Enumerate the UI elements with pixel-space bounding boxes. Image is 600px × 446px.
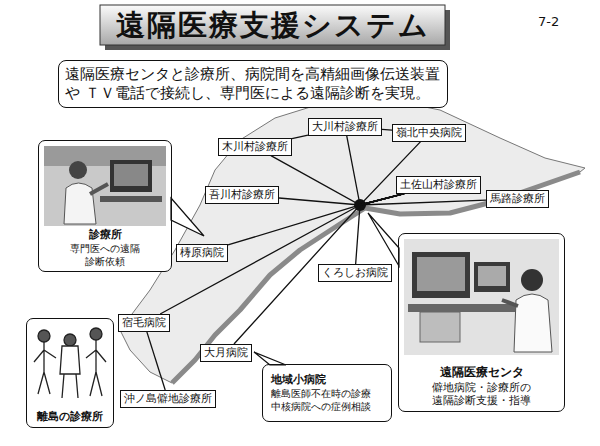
coastline (172, 172, 580, 383)
network-link (292, 135, 308, 139)
person-head (64, 334, 76, 346)
node-heading: 馬路診療所 (490, 192, 545, 206)
node-heading: 離島の診療所 (35, 410, 105, 424)
network-link (382, 129, 392, 131)
person-body (64, 183, 96, 224)
person-head (38, 330, 50, 342)
person-figure (34, 342, 56, 394)
callout-ground (262, 364, 392, 422)
person-arm (90, 184, 108, 194)
person-head (90, 328, 102, 340)
photo-ground (404, 239, 559, 355)
description-box: 遠隔医療センタと診療所、病院間を高精細画像伝送装置や ＴＶ電話で接続し、専門医に… (58, 60, 448, 108)
node-heading: くろしお病院 (322, 266, 388, 280)
monitor-screen (114, 164, 148, 186)
person-arm (502, 300, 518, 306)
page-number: 7-2 (538, 14, 559, 29)
network-link (234, 194, 404, 344)
network-link (271, 156, 404, 205)
title-band (100, 5, 445, 45)
node-text: 僻地病院・診療所の 遠隔診断支援・指導 (430, 381, 534, 408)
node-heading: 大月病院 (204, 346, 248, 360)
person-body (514, 294, 552, 352)
person-figure (60, 346, 80, 374)
node-heading: 大川村診療所 (312, 120, 378, 134)
node-text: 専門医への遠隔 診断依頼 (66, 242, 144, 268)
site-box: 大川村診療所 (308, 118, 382, 136)
node-heading: 吾川村診療所 (209, 188, 275, 202)
monitor-screen (417, 257, 465, 291)
person-head (69, 161, 87, 179)
node-heading: 土佐山村診療所 (400, 178, 477, 192)
site-box: 大月病院 (200, 344, 252, 362)
monitor (474, 262, 510, 292)
photo-callout: 診療所専門医への遠隔 診断依頼 (38, 140, 172, 272)
node-heading: 遠隔医療センタ (438, 365, 526, 381)
clinic-photo (44, 146, 166, 226)
site-box: 吾川村診療所 (205, 186, 279, 204)
site-box: 宿毛病院 (118, 314, 170, 332)
network-link (360, 142, 421, 205)
site-box: 沖ノ島僻地診療所 (120, 390, 216, 408)
node-heading: 遠隔医療センタと診療所、病院間を高精細画像伝送装置や ＴＶ電話で接続し、専門医に… (65, 65, 441, 103)
monitor (412, 252, 470, 298)
equipment (420, 312, 460, 342)
node-heading: 嶺北中央病院 (396, 126, 462, 140)
callout-ground (26, 318, 114, 428)
network-link (160, 194, 404, 314)
person-head (521, 269, 543, 291)
network-link (360, 194, 486, 205)
monitor-screen (478, 266, 506, 286)
callout-tail (368, 213, 399, 266)
note-callout: 地域小病院離島医師不在時の診療 中核病院への症例相談 (262, 364, 392, 422)
title: 遠隔医療支援システム (100, 5, 445, 45)
node-heading: 沖ノ島僻地診療所 (124, 392, 212, 406)
node-text: 離島医師不在時の診療 中核病院への症例相談 (269, 387, 379, 413)
person-figure (62, 374, 78, 398)
network-link (279, 194, 404, 205)
network-link (347, 136, 404, 205)
center-photo (404, 239, 559, 355)
site-box: くろしお病院 (318, 264, 392, 282)
desk (408, 304, 518, 312)
photo-ground (44, 146, 166, 226)
prefecture-map (120, 98, 585, 383)
site-box: 木川村診療所 (218, 138, 292, 156)
network-link (147, 332, 165, 390)
site-box: 土佐山村診療所 (396, 176, 481, 194)
illustration-callout: 離島の診療所 (26, 318, 114, 428)
callout-ground (38, 140, 172, 272)
person-figure (86, 340, 106, 396)
site-box: 梼原病院 (176, 244, 228, 262)
node-heading: 宿毛病院 (122, 316, 166, 330)
monitor (110, 160, 152, 192)
callout-ground (398, 233, 565, 412)
site-box: 嶺北中央病院 (392, 124, 466, 142)
node-heading: 診療所 (87, 228, 124, 242)
node-heading: 木川村診療所 (222, 140, 288, 154)
callout-tail (171, 198, 204, 236)
node-heading: 地域小病院 (269, 373, 328, 387)
desk (100, 196, 162, 202)
island-people (34, 328, 106, 398)
photo-callout: 遠隔医療センタ僻地病院・診療所の 遠隔診断支援・指導 (398, 233, 565, 412)
node-heading: 梼原病院 (180, 246, 224, 260)
site-box: 馬路診療所 (486, 190, 549, 208)
